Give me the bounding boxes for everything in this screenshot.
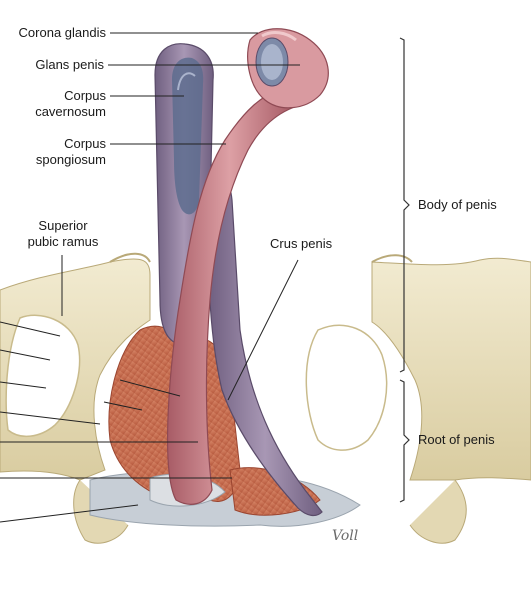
label-corpus-cavernosum-line2: cavernosum: [35, 104, 106, 119]
label-corpus-cavernosum-line1: Corpus: [64, 88, 106, 103]
label-superior-pubic-ramus-line2: pubic ramus: [27, 234, 99, 249]
corpus-spongiosum: [167, 89, 293, 505]
artist-signature: Voll: [332, 528, 359, 544]
braces: [399, 37, 410, 503]
body-brace: [399, 37, 410, 373]
leader-lines: [0, 32, 300, 523]
label-corona-glandis: Corona glandis: [18, 25, 106, 40]
root-brace: [399, 379, 410, 503]
label-body-of-penis: Body of penis: [418, 197, 497, 212]
label-corpus-spongiosum-line1: Corpus: [64, 136, 106, 151]
label-superior-pubic-ramus: Superior pubic ramus: [18, 218, 108, 250]
label-superior-pubic-ramus-line1: Superior: [38, 218, 88, 233]
label-corpus-spongiosum: Corpus spongiosum: [4, 136, 106, 168]
label-corpus-cavernosum: Corpus cavernosum: [4, 88, 106, 120]
label-glans-penis: Glans penis: [35, 57, 104, 72]
label-corpus-spongiosum-line2: spongiosum: [35, 152, 106, 167]
label-root-of-penis: Root of penis: [418, 432, 495, 447]
label-crus-penis: Crus penis: [270, 236, 333, 251]
glans-penis: [247, 28, 329, 109]
pelvic-bone: [0, 252, 531, 544]
